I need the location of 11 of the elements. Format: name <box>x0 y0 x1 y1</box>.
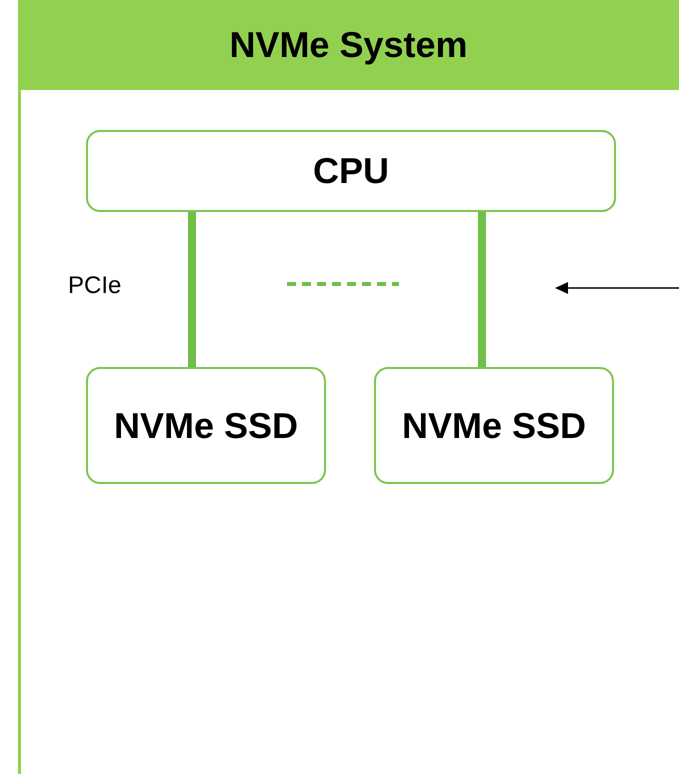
process-box <box>86 130 616 212</box>
bus-label: PCIe <box>68 272 122 300</box>
box-label: NVMe SSD <box>402 404 586 448</box>
bus-line <box>188 212 196 367</box>
box-label: CPU <box>312 149 389 194</box>
process-box <box>374 367 614 484</box>
system-panel <box>18 0 679 774</box>
bus-line <box>478 212 486 367</box>
process-box <box>86 367 326 484</box>
panel-title: NVMe System <box>229 24 468 66</box>
box-label: NVMe SSD <box>114 404 298 448</box>
